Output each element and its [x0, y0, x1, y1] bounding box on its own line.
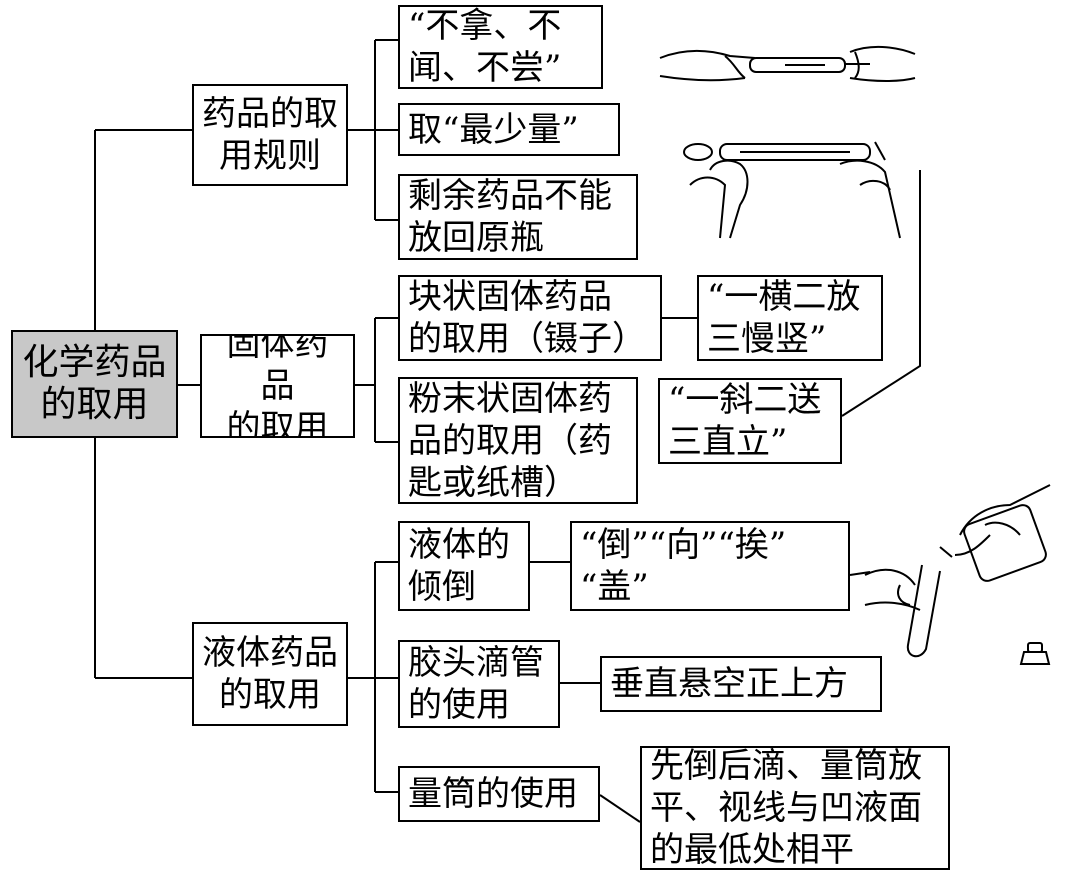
branch-label: 液体药品 的取用 — [202, 633, 338, 715]
item-label: 量筒的使用 — [408, 774, 578, 814]
detail-pouring-liquid: “倒”“向”“挨” “盖” — [570, 521, 850, 611]
detail-dropper: 垂直悬空正上方 — [600, 656, 882, 712]
detail-label: 先倒后滴、量筒放 平、视线与凹液面 的最低处相平 — [650, 746, 922, 870]
item-dropper: 胶头滴管 的使用 — [398, 640, 560, 728]
item-powder-solid: 粉末状固体药 品的取用（药 匙或纸槽） — [398, 377, 638, 504]
detail-graduated-cylinder: 先倒后滴、量筒放 平、视线与凹液面 的最低处相平 — [640, 746, 950, 870]
test-tube-horizontal-illustration — [659, 45, 916, 82]
root-label: 化学药品 的取用 — [22, 342, 167, 425]
detail-label: “倒”“向”“挨” “盖” — [580, 525, 787, 607]
hands-tilting-tube-illustration — [683, 141, 901, 239]
detail-powder-solid: “一斜二送 三直立” — [658, 378, 842, 464]
item-label: 块状固体药品 的取用（镊子） — [408, 277, 646, 359]
branch-node-solid: 固体药品 的取用 — [200, 334, 355, 438]
branch-label: 药品的取 用规则 — [202, 94, 338, 176]
item-label: 粉末状固体药 品的取用（药 匙或纸槽） — [408, 378, 612, 503]
item-label: 取“最少量” — [408, 109, 579, 150]
detail-label: “一斜二送 三直立” — [668, 380, 822, 462]
item-no-touch-smell-taste: “不拿、不 闻、不尝” — [398, 5, 603, 89]
branch-node-liquid: 液体药品 的取用 — [192, 622, 348, 726]
item-graduated-cylinder: 量筒的使用 — [398, 766, 600, 822]
pouring-liquid-illustration — [864, 484, 1051, 658]
item-label: “不拿、不 闻、不尝” — [408, 6, 562, 88]
item-no-return-to-bottle: 剩余药品不能 放回原瓶 — [398, 174, 638, 260]
item-block-solid: 块状固体药品 的取用（镊子） — [398, 275, 662, 361]
detail-block-solid: “一横二放 三慢竖” — [697, 275, 883, 361]
branch-label: 固体药品 的取用 — [226, 334, 329, 438]
item-pouring-liquid: 液体的 倾倒 — [398, 521, 530, 611]
detail-label: “一横二放 三慢竖” — [707, 277, 861, 359]
item-label: 胶头滴管 的使用 — [408, 643, 544, 725]
bottle-stopper-icon — [1019, 642, 1051, 665]
item-label: 剩余药品不能 放回原瓶 — [408, 176, 612, 258]
branch-node-rules: 药品的取 用规则 — [192, 84, 348, 186]
detail-label: 垂直悬空正上方 — [610, 664, 848, 704]
item-label: 液体的 倾倒 — [408, 525, 510, 607]
root-node: 化学药品 的取用 — [11, 330, 178, 438]
item-minimum-amount: 取“最少量” — [398, 103, 620, 156]
